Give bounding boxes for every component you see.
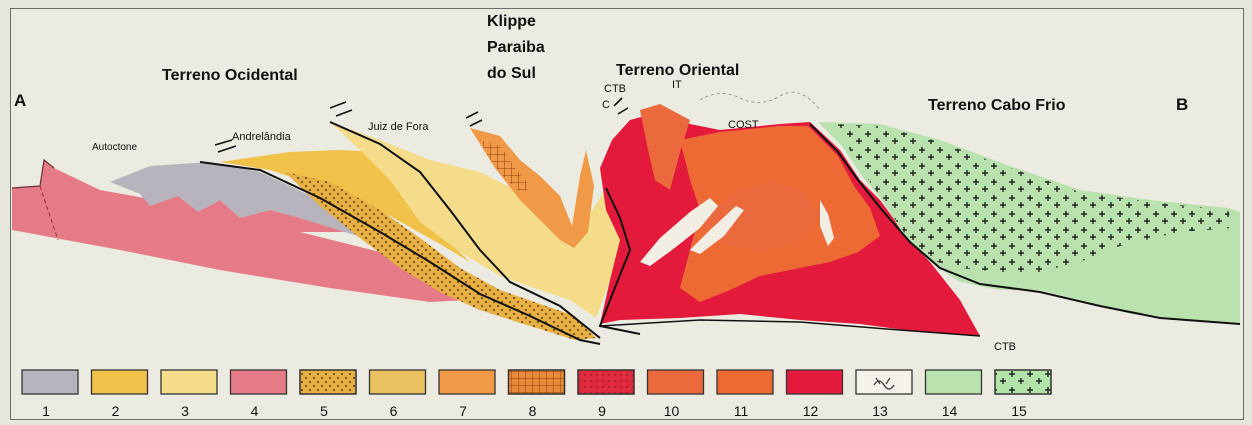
legend-swatch-3: [161, 370, 217, 394]
terrene-oriental-label: Terreno Oriental: [616, 62, 739, 79]
legend-number-1: 1: [42, 403, 50, 419]
legend-number-14: 14: [942, 403, 958, 419]
legend-item-10: 10: [648, 370, 704, 419]
legend-number-6: 6: [390, 403, 398, 419]
legend-swatch-pattern-15: [995, 370, 1051, 394]
legend-number-2: 2: [112, 403, 120, 419]
legend-item-15: 15: [995, 370, 1051, 419]
legend-item-11: 11: [717, 370, 773, 419]
legend-swatch-6: [370, 370, 426, 394]
terrene-ocidental-label: Terreno Ocidental: [162, 67, 298, 84]
legend-number-10: 10: [664, 403, 680, 419]
legend-number-8: 8: [529, 403, 537, 419]
legend-item-2: 2: [92, 370, 148, 419]
legend-swatch-4: [231, 370, 287, 394]
unit-label-juiz-de-fora: Juiz de Fora: [368, 121, 429, 133]
terrene-cabo-frio-label: Terreno Cabo Frio: [928, 97, 1066, 114]
legend-item-7: 7: [439, 370, 495, 419]
legend-number-11: 11: [734, 403, 749, 419]
section-units: [12, 92, 1240, 344]
legend-swatch-7: [439, 370, 495, 394]
unit-label-ctb-top: CTB: [604, 83, 626, 95]
unit-label-it: IT: [672, 79, 682, 91]
unit-label-autoctone: Autoctone: [92, 142, 137, 153]
legend-item-1: 1: [22, 370, 78, 419]
unit-label-cost: COST: [728, 119, 759, 131]
legend-number-4: 4: [251, 403, 259, 419]
legend-swatch-11: [717, 370, 773, 394]
section-end-a: A: [14, 91, 26, 110]
legend-swatch-1: [22, 370, 78, 394]
section-end-b: B: [1176, 95, 1188, 114]
legend-number-13: 13: [872, 403, 888, 419]
legend-number-9: 9: [598, 403, 606, 419]
legend-number-15: 15: [1011, 403, 1027, 419]
legend-swatch-pattern-5: [300, 370, 356, 394]
legend-swatch-12: [787, 370, 843, 394]
klippe-label-line-1: Klippe: [487, 13, 536, 30]
legend-item-14: 14: [926, 370, 982, 419]
klippe-label-line-3: do Sul: [487, 65, 536, 82]
legend-swatch-pattern-8: [509, 370, 565, 394]
legend-item-4: 4: [231, 370, 287, 419]
legend-item-5: 5: [300, 370, 356, 419]
legend-number-5: 5: [320, 403, 328, 419]
legend-item-9: 9: [578, 370, 634, 419]
legend-item-6: 6: [370, 370, 426, 419]
legend-swatch-13: [856, 370, 912, 394]
unit-label-ctb-bottom: CTB: [994, 341, 1016, 353]
legend-swatch-14: [926, 370, 982, 394]
unit-label-andrelandia: Andrelândia: [232, 131, 292, 143]
legend-item-3: 3: [161, 370, 217, 419]
legend-item-8: 8: [509, 370, 565, 419]
unit-label-c: C: [602, 99, 610, 111]
legend-item-13: 13: [856, 370, 912, 419]
legend-item-12: 12: [787, 370, 843, 419]
legend-number-3: 3: [181, 403, 189, 419]
legend-number-12: 12: [803, 403, 819, 419]
legend-number-7: 7: [459, 403, 467, 419]
legend-swatch-2: [92, 370, 148, 394]
klippe-label-line-2: Paraiba: [487, 39, 545, 56]
legend-swatch-10: [648, 370, 704, 394]
legend-swatch-pattern-9: [578, 370, 634, 394]
